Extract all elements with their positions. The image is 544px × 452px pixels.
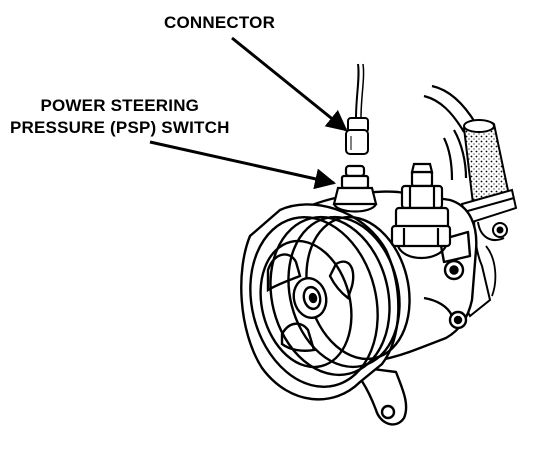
connector-wire bbox=[355, 63, 360, 119]
return-hose bbox=[423, 84, 477, 181]
psp-switch bbox=[332, 164, 378, 213]
pressure-fitting bbox=[390, 162, 452, 259]
pump-pulley bbox=[240, 203, 411, 401]
connector-plug bbox=[345, 117, 369, 155]
connector-leader-arrow bbox=[231, 36, 348, 132]
callout-psp-line-1: POWER STEERING bbox=[40, 96, 200, 115]
callout-psp-line-2: PRESSURE (PSP) SWITCH bbox=[10, 118, 230, 137]
psp-switch-leader-arrow bbox=[149, 140, 337, 190]
hose-clamp bbox=[460, 188, 518, 241]
callout-psp-switch: POWER STEERING PRESSURE (PSP) SWITCH bbox=[10, 95, 230, 139]
callout-connector: CONNECTOR bbox=[164, 13, 276, 32]
